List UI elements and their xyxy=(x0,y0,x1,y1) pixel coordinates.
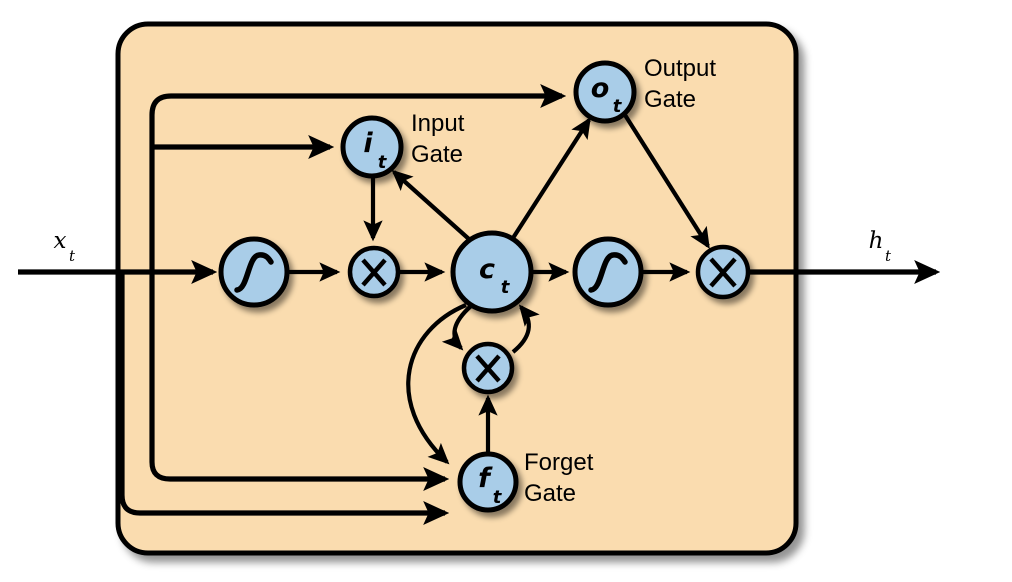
output-gate-label-line1: Output xyxy=(644,55,716,82)
edge-cell-to-output-gate xyxy=(511,117,591,240)
node-forget-gate-subscript: t xyxy=(493,487,503,508)
node-layer: c t i t o xyxy=(218,60,751,513)
forget-gate-label-line1: Forget xyxy=(524,449,594,476)
edge-cell-to-forget-gate xyxy=(406,303,467,465)
node-cell-state-label: c xyxy=(479,254,495,285)
node-output-gate-subscript: t xyxy=(613,96,623,117)
node-input-gate-subscript: t xyxy=(378,152,388,173)
label-layer: Input Gate Output Gate Forget Gate x t h… xyxy=(54,55,892,507)
node-output-gate-label: o xyxy=(591,73,610,104)
sigmoid-curve-icon xyxy=(234,252,274,293)
input-gate-label-line2: Gate xyxy=(411,141,463,168)
edge-rail-to-forget-gate xyxy=(149,272,450,491)
forget-gate-label-line2: Gate xyxy=(524,480,576,507)
multiply-icon-2 xyxy=(709,257,737,288)
node-output-gate[interactable] xyxy=(573,60,637,124)
node-tanh-output[interactable] xyxy=(572,236,644,308)
node-forget-gate[interactable] xyxy=(457,451,519,513)
sigmoid-curve-icon-2 xyxy=(588,252,628,293)
output-gate-label-line2: Gate xyxy=(644,86,696,113)
node-forget-gate-label: f xyxy=(478,463,493,494)
edge-mult-forget-to-cell xyxy=(511,304,540,354)
output-label-h: h xyxy=(869,228,884,254)
node-tanh-input[interactable] xyxy=(218,236,290,308)
multiply-icon-3 xyxy=(475,354,501,383)
wire-layer xyxy=(18,84,941,525)
edge-cell-to-mult-forget xyxy=(441,304,473,351)
edge-rail-to-output-gate xyxy=(149,84,567,272)
input-label-x-subscript: t xyxy=(69,247,76,265)
node-input-gate[interactable] xyxy=(340,115,404,179)
output-label-h-subscript: t xyxy=(885,247,892,265)
input-label-x: x xyxy=(54,228,67,254)
node-cell-state-subscript: t xyxy=(501,277,511,298)
input-gate-label-line1: Input xyxy=(411,110,465,137)
edge-cell-to-input-gate xyxy=(391,169,472,242)
edge-output-gate-to-mult-out xyxy=(623,113,710,249)
multiply-icon xyxy=(361,258,387,287)
node-input-gate-label: i xyxy=(363,128,373,159)
edge-input-rail-vertical xyxy=(119,272,450,525)
node-cell-state[interactable] xyxy=(450,230,534,314)
